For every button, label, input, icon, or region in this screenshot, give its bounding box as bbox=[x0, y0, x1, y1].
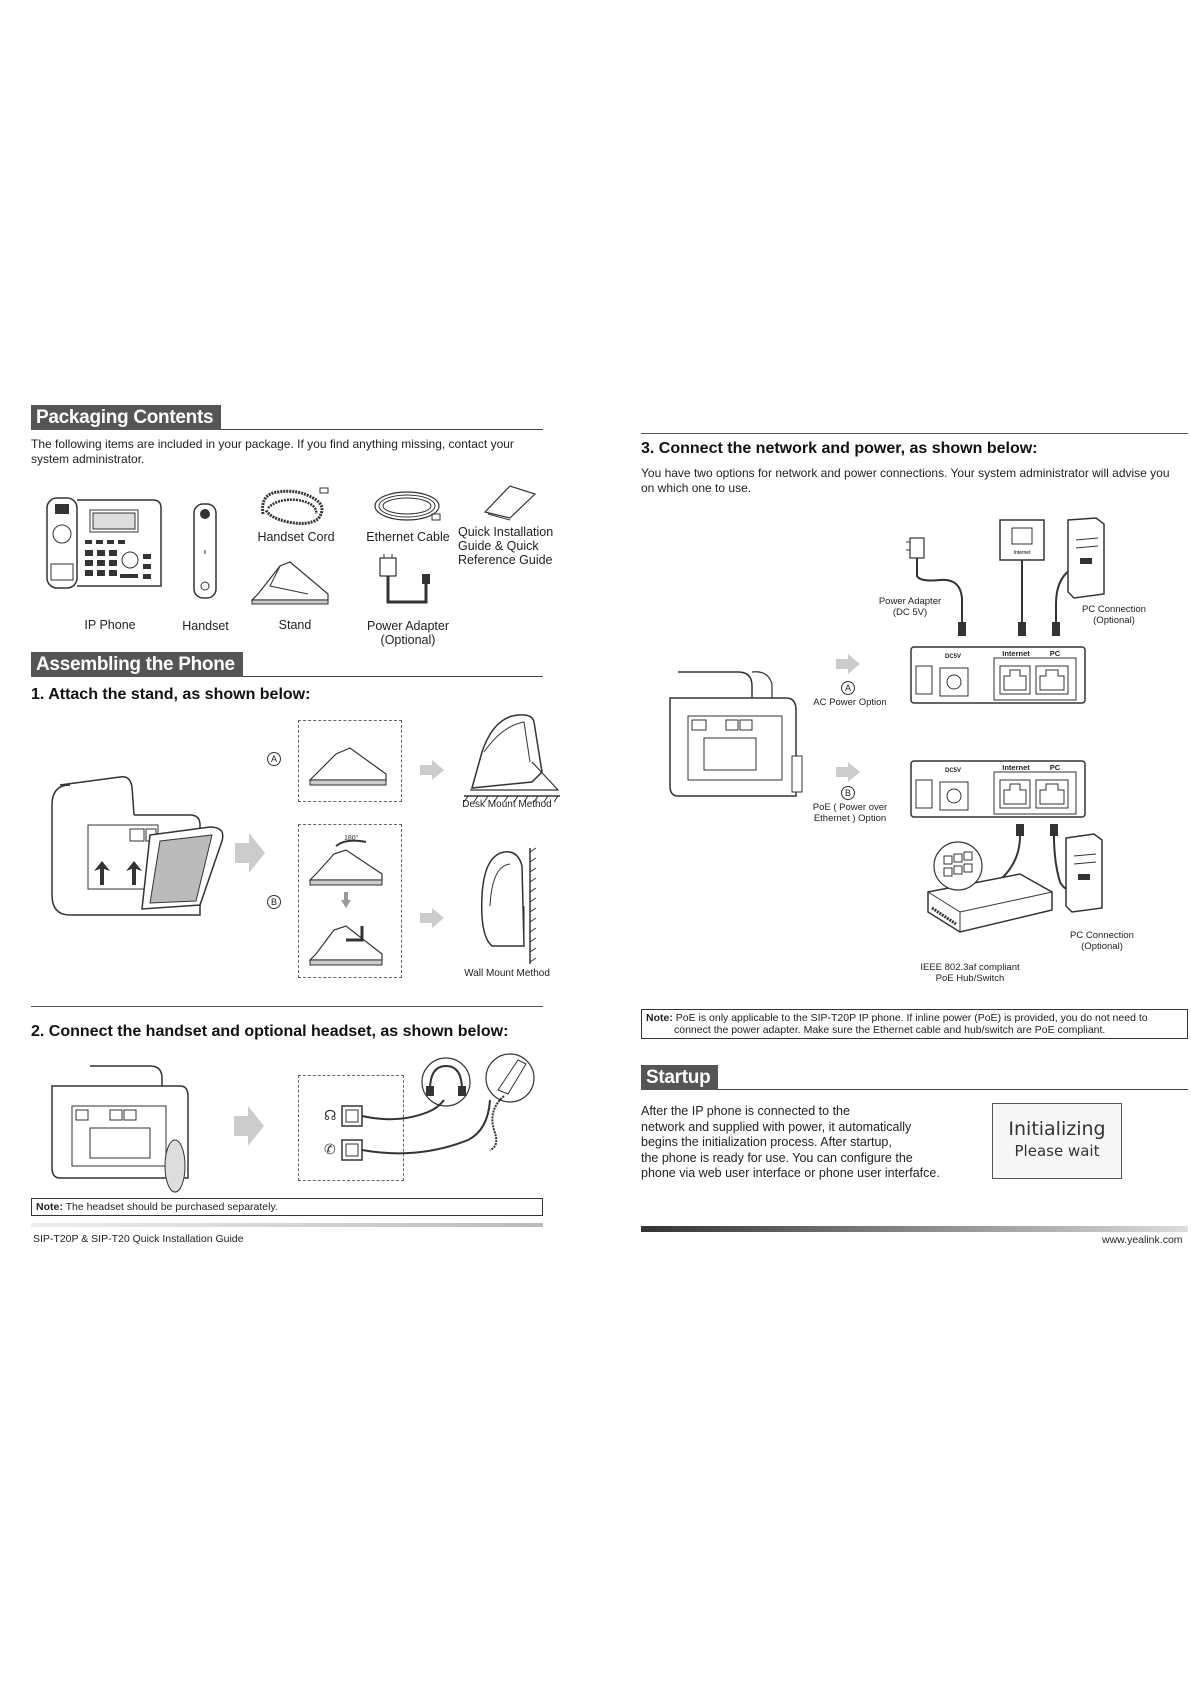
power-adapter-dc5v-caption: Power Adapter (DC 5V) bbox=[878, 596, 942, 618]
ethernet-cable-illustration bbox=[374, 491, 441, 521]
packaging-title: Packaging Contents bbox=[31, 405, 222, 430]
desk-mount-illustration bbox=[463, 714, 560, 803]
port-panel-a bbox=[910, 646, 1086, 704]
right-footer-bar bbox=[641, 1226, 1188, 1232]
note-text: The headset should be purchased separate… bbox=[62, 1201, 278, 1213]
footer-right: www.yealink.com bbox=[1102, 1234, 1183, 1246]
right-top-rule bbox=[641, 433, 1188, 434]
connector-zoom-box bbox=[298, 1075, 404, 1181]
packaging-header: Packaging Contents bbox=[31, 404, 543, 430]
packaging-intro: The following items are included in your… bbox=[31, 437, 514, 466]
poe-note-label: Note: bbox=[646, 1012, 673, 1024]
ip-phone-caption: IP Phone bbox=[84, 618, 136, 632]
headset-note: Note: The headset should be purchased se… bbox=[31, 1198, 543, 1216]
quick-guide-caption: Quick Installation Guide & Quick Referen… bbox=[458, 525, 554, 567]
arrow-right-icon bbox=[836, 654, 860, 674]
poe-option-caption: PoE ( Power over Ethernet ) Option bbox=[812, 802, 888, 824]
pc-connection-caption-b: PC Connection (Optional) bbox=[1070, 930, 1134, 952]
assembling-title: Assembling the Phone bbox=[31, 652, 243, 677]
handset-caption: Handset bbox=[182, 619, 229, 633]
lcd-line-1: Initializing bbox=[1008, 1118, 1106, 1140]
step1-title: 1. Attach the stand, as shown below: bbox=[31, 686, 311, 703]
dc5v-label-a: DC5V bbox=[944, 654, 961, 660]
step2-divider bbox=[31, 1006, 543, 1007]
port-panel-b bbox=[910, 760, 1086, 818]
ethernet-cable-caption: Ethernet Cable bbox=[366, 530, 450, 544]
poe-note-text: PoE is only applicable to the SIP-T20P I… bbox=[672, 1012, 1148, 1024]
poe-option-label: B bbox=[841, 786, 855, 800]
arrow-right-icon bbox=[235, 833, 265, 873]
footer-left: SIP-T20P & SIP-T20 Quick Installation Gu… bbox=[33, 1233, 244, 1245]
left-footer-bar bbox=[31, 1223, 543, 1227]
stand-a-illustration bbox=[308, 747, 387, 786]
arrow-right-icon bbox=[836, 762, 860, 782]
pc-label-b: PC bbox=[1049, 763, 1061, 772]
power-adapter-illustration bbox=[379, 554, 430, 604]
internet-label-a: Internet bbox=[1002, 649, 1030, 658]
option-b-box bbox=[298, 824, 402, 978]
phone-back-network-illustration bbox=[669, 671, 803, 797]
stand-caption: Stand bbox=[278, 618, 312, 632]
wall-mount-illustration bbox=[480, 847, 537, 964]
arrow-right-icon bbox=[234, 1106, 264, 1146]
poe-note: Note: PoE is only applicable to the SIP-… bbox=[641, 1009, 1188, 1039]
arrow-right-icon bbox=[420, 908, 444, 928]
handset-cord-illustration bbox=[261, 487, 329, 525]
ip-phone-illustration bbox=[46, 497, 162, 589]
lcd-screen: Initializing Please wait bbox=[992, 1103, 1122, 1179]
option-a-box bbox=[298, 720, 402, 802]
network-power-illustration: Internet bbox=[906, 517, 1105, 636]
startup-text: After the IP phone is connected to the n… bbox=[641, 1104, 940, 1180]
assembling-header: Assembling the Phone bbox=[31, 651, 543, 677]
ac-option-caption: AC Power Option bbox=[813, 697, 887, 708]
pc-label-a: PC bbox=[1049, 649, 1061, 658]
power-adapter-caption: Power Adapter (Optional) bbox=[367, 619, 449, 647]
startup-header: Startup bbox=[641, 1064, 1188, 1090]
ac-option-label: A bbox=[841, 681, 855, 695]
quick-guide-illustration bbox=[483, 485, 537, 521]
arrow-right-icon bbox=[420, 760, 444, 780]
svg-text:☊: ☊ bbox=[324, 1108, 336, 1124]
svg-text:Internet: Internet bbox=[1014, 550, 1032, 556]
phone-back-illustration bbox=[51, 775, 224, 916]
desk-mount-caption: Desk Mount Method bbox=[462, 799, 552, 810]
internet-label-b: Internet bbox=[1002, 763, 1030, 772]
lcd-line-2: Please wait bbox=[1014, 1142, 1100, 1160]
stand-b-illustration: 180° bbox=[308, 834, 383, 966]
svg-text:✆: ✆ bbox=[324, 1142, 336, 1158]
phone-back-small-illustration bbox=[51, 1065, 189, 1193]
poe-hub-caption: IEEE 802.3af compliant PoE Hub/Switch bbox=[920, 962, 1020, 984]
startup-title: Startup bbox=[641, 1065, 719, 1090]
pc-connection-caption-a: PC Connection (Optional) bbox=[1082, 604, 1146, 626]
dc5v-label-b: DC5V bbox=[944, 768, 961, 774]
note-label: Note: bbox=[36, 1201, 63, 1213]
option-a-label: A bbox=[267, 752, 281, 766]
poe-note-text-2: connect the power adapter. Make sure the… bbox=[674, 1024, 1106, 1036]
poe-hub-illustration bbox=[927, 824, 1103, 933]
svg-text:180°: 180° bbox=[344, 834, 359, 842]
handset-cord-caption: Handset Cord bbox=[257, 530, 335, 544]
handset-headset-illustration: ☊ ✆ bbox=[324, 1053, 535, 1161]
step3-title: 3. Connect the network and power, as sho… bbox=[641, 440, 1038, 457]
handset-illustration bbox=[193, 503, 217, 599]
wall-mount-caption: Wall Mount Method bbox=[464, 968, 550, 979]
option-b-label: B bbox=[267, 895, 281, 909]
step2-title: 2. Connect the handset and optional head… bbox=[31, 1023, 509, 1040]
stand-illustration bbox=[250, 561, 329, 605]
network-intro: You have two options for network and pow… bbox=[641, 466, 1170, 495]
